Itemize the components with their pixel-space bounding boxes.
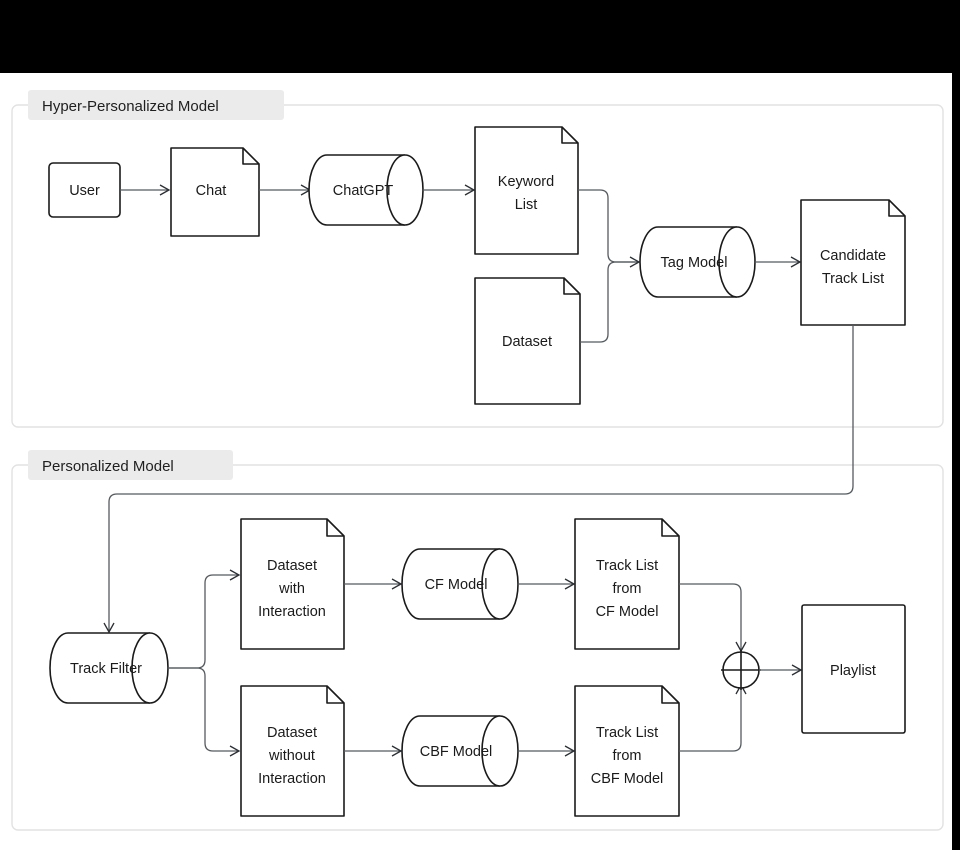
edge-cbfmodel-to-tlcbf bbox=[518, 745, 576, 757]
node-cf-model[interactable]: CF Model bbox=[401, 548, 519, 620]
group-hyper-label: Hyper-Personalized Model bbox=[42, 98, 219, 115]
node-dataset-without-interaction[interactable]: Dataset without Interaction bbox=[240, 685, 345, 817]
node-keyword-label-line1: Keyword bbox=[498, 174, 554, 190]
node-dataset-fold bbox=[563, 278, 580, 295]
node-tlcbf-label-line1: Track List bbox=[596, 725, 658, 741]
node-cbfmodel-label: CBF Model bbox=[420, 744, 493, 760]
node-dswithout-label-line2: without bbox=[268, 748, 315, 764]
node-track-list-cf[interactable]: Track List from CF Model bbox=[574, 518, 680, 650]
node-candidate-label-line1: Candidate bbox=[820, 248, 886, 264]
group-hyper-border bbox=[11, 104, 944, 428]
node-tlcf-label-line2: from bbox=[613, 581, 642, 597]
node-tlcf-shape bbox=[574, 518, 680, 650]
node-chat-fold bbox=[242, 148, 259, 165]
node-chatgpt-cap bbox=[386, 154, 406, 226]
edge-keyword-to-tagmodel bbox=[578, 189, 638, 263]
node-dswith-shape bbox=[240, 518, 345, 650]
node-chat-shape bbox=[170, 147, 260, 237]
node-tlcf-label-line3: CF Model bbox=[596, 604, 659, 620]
node-chat-label: Chat bbox=[196, 183, 227, 199]
node-dswith-label-line1: Dataset bbox=[267, 558, 317, 574]
node-keyword-list[interactable]: Keyword List bbox=[474, 126, 579, 255]
diagram-canvas: Hyper-Personalized Model User Chat Chat bbox=[0, 73, 952, 850]
edge-user-to-chat bbox=[120, 184, 171, 196]
flowchart-svg: Hyper-Personalized Model User Chat Chat bbox=[11, 90, 944, 831]
node-candidate-track-list[interactable]: Candidate Track List bbox=[800, 199, 906, 326]
edge-tlcf-to-merge bbox=[679, 583, 747, 653]
edge-chat-to-chatgpt bbox=[259, 184, 312, 196]
node-tlcbf-fold bbox=[661, 686, 679, 704]
node-dswith-label-line3: Interaction bbox=[258, 604, 326, 620]
node-track-list-cbf[interactable]: Track List from CBF Model bbox=[574, 685, 680, 817]
node-dswithout-label-line1: Dataset bbox=[267, 725, 317, 741]
node-dswithout-label-line3: Interaction bbox=[258, 771, 326, 787]
node-dswith-label-line2: with bbox=[278, 581, 305, 597]
group-hyper-chip bbox=[28, 90, 284, 120]
node-playlist-box bbox=[801, 604, 906, 734]
node-keyword-label-line2: List bbox=[515, 197, 538, 213]
edge-trackfilter-to-dswithout bbox=[168, 667, 241, 757]
group-personalized: Personalized Model bbox=[11, 450, 944, 831]
node-playlist-label: Playlist bbox=[830, 663, 876, 679]
edge-tlcbf-to-merge bbox=[679, 683, 747, 752]
node-tlcbf-shape bbox=[574, 685, 680, 817]
node-user[interactable]: User bbox=[48, 162, 121, 218]
node-chatgpt-label: ChatGPT bbox=[333, 183, 394, 199]
group-hyper-personalized: Hyper-Personalized Model bbox=[11, 90, 944, 428]
node-dswithout-fold bbox=[326, 686, 344, 704]
node-trackfilter-cap bbox=[131, 632, 151, 704]
node-dswith-fold bbox=[326, 519, 344, 537]
node-cbf-model[interactable]: CBF Model bbox=[401, 715, 519, 787]
edge-candidate-to-trackfilter bbox=[103, 325, 854, 634]
node-dataset-label: Dataset bbox=[502, 334, 552, 350]
node-chat[interactable]: Chat bbox=[170, 147, 260, 237]
node-playlist[interactable]: Playlist bbox=[801, 604, 906, 734]
group-personalized-chip bbox=[28, 450, 233, 480]
node-cfmodel-label: CF Model bbox=[425, 577, 488, 593]
node-keyword-shape bbox=[474, 126, 579, 255]
node-trackfilter-label: Track Filter bbox=[70, 661, 142, 677]
node-dswithout-shape bbox=[240, 685, 345, 817]
node-candidate-label-line2: Track List bbox=[822, 271, 884, 287]
edge-dataset-to-tagmodel bbox=[580, 256, 641, 343]
node-dataset-shape bbox=[474, 277, 581, 405]
node-candidate-fold bbox=[888, 200, 905, 217]
node-dataset-with-interaction[interactable]: Dataset with Interaction bbox=[240, 518, 345, 650]
node-tagmodel-label: Tag Model bbox=[661, 255, 728, 271]
edge-merge-to-playlist bbox=[759, 664, 803, 676]
node-tlcbf-label-line3: CBF Model bbox=[591, 771, 664, 787]
node-chatgpt[interactable]: ChatGPT bbox=[308, 154, 424, 226]
node-tag-model[interactable]: Tag Model bbox=[639, 226, 756, 298]
node-candidate-shape bbox=[800, 199, 906, 326]
node-cbfmodel-cap bbox=[481, 715, 501, 787]
edge-tagmodel-to-candidate bbox=[755, 256, 802, 268]
edge-dswith-to-cfmodel bbox=[344, 578, 403, 590]
node-dataset[interactable]: Dataset bbox=[474, 277, 581, 405]
edge-chatgpt-to-keyword bbox=[423, 184, 476, 196]
node-tlcf-fold bbox=[661, 519, 679, 537]
group-personalized-label: Personalized Model bbox=[42, 458, 174, 475]
node-keyword-fold bbox=[561, 127, 578, 144]
node-tlcbf-label-line2: from bbox=[613, 748, 642, 764]
node-tagmodel-cap bbox=[718, 226, 738, 298]
node-cfmodel-cap bbox=[481, 548, 501, 620]
edge-dswithout-to-cbfmodel bbox=[344, 745, 403, 757]
edge-trackfilter-to-dswith bbox=[168, 569, 241, 669]
node-user-label: User bbox=[69, 183, 100, 199]
node-tlcf-label-line1: Track List bbox=[596, 558, 658, 574]
node-track-filter[interactable]: Track Filter bbox=[49, 632, 169, 704]
group-personalized-border bbox=[11, 464, 944, 831]
edge-cfmodel-to-tlcf bbox=[518, 578, 576, 590]
node-merge-operator[interactable] bbox=[721, 650, 761, 690]
